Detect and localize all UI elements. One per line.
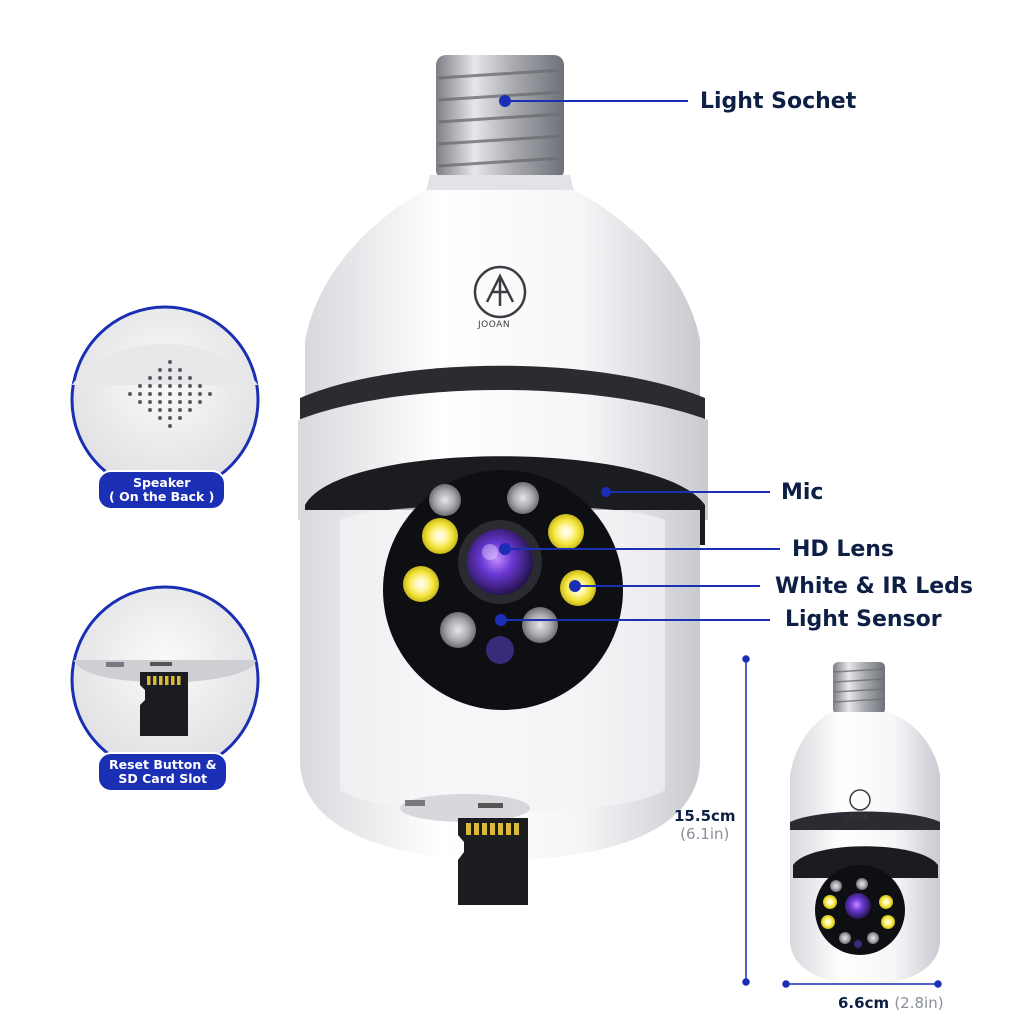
hd-lens-icon xyxy=(467,529,533,595)
speaker-badge-line1: Speaker xyxy=(132,475,191,490)
sd-slot-badge: Reset Button & SD Card Slot xyxy=(97,752,229,792)
leds-label: White & IR Leds xyxy=(775,574,973,599)
height-in: (6.1in) xyxy=(680,825,730,843)
height-dimension: 15.5cm (6.1in) xyxy=(674,807,736,843)
main-camera xyxy=(298,55,708,905)
light-sensor-label: Light Sensor xyxy=(785,607,942,632)
sd-card-icon xyxy=(458,818,528,905)
sd-slot-badge-line2: SD Card Slot xyxy=(118,771,208,786)
speaker-grille-icon xyxy=(128,360,212,428)
speaker-badge-line2: ( On the Back ) xyxy=(109,489,215,504)
sd-card-icon xyxy=(140,672,188,736)
light-socket-label: Light Sochet xyxy=(700,89,857,114)
sd-slot-badge-line1: Reset Button & xyxy=(109,757,217,772)
small-brand-logo-icon xyxy=(849,789,871,811)
width-dimension: 6.6cm (2.8in) xyxy=(838,994,944,1012)
brand-logo-icon xyxy=(473,265,527,319)
callout-lines xyxy=(495,95,780,626)
brand-wordmark: JOOAN xyxy=(478,320,511,330)
light-sensor-icon xyxy=(486,636,514,664)
dimension-lines xyxy=(742,655,942,988)
hd-lens-label: HD Lens xyxy=(792,537,895,562)
width-in: (2.8in) xyxy=(894,994,944,1012)
mic-label: Mic xyxy=(781,480,824,505)
sd-slot-inset xyxy=(70,585,260,775)
speaker-inset xyxy=(70,305,260,495)
small-camera xyxy=(790,662,940,985)
width-cm: 6.6cm xyxy=(838,994,890,1012)
speaker-badge: Speaker ( On the Back ) xyxy=(97,470,227,510)
small-brand-wordmark: JOOAN xyxy=(846,814,869,821)
height-cm: 15.5cm xyxy=(674,807,736,825)
led-array-icon xyxy=(403,482,596,648)
